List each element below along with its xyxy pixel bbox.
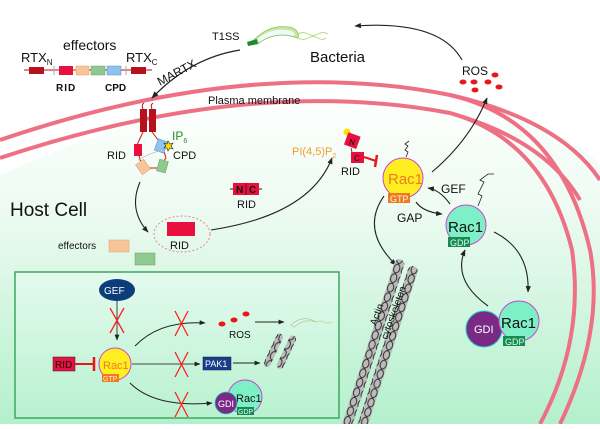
ros-to-bacteria-arrow <box>354 22 463 61</box>
host-cell-label: Host Cell <box>10 200 87 221</box>
martx-secretion-arrow <box>151 49 241 99</box>
effector-green <box>90 65 106 76</box>
released-effector-green <box>134 252 156 266</box>
released-rid <box>167 222 195 236</box>
rid-domain <box>59 66 73 75</box>
svg-text:GTP: GTP <box>390 194 409 204</box>
rtx-c-domain <box>131 67 146 74</box>
svg-text:GTP: GTP <box>103 376 118 383</box>
svg-text:GEF: GEF <box>104 286 125 297</box>
gdi-to-rac1-arrow <box>460 249 489 307</box>
rac1-to-gdi-arrow <box>493 231 531 293</box>
svg-text:PAK1: PAK1 <box>205 359 227 369</box>
gap-arrow <box>415 201 443 217</box>
svg-text:GDP: GDP <box>450 238 470 248</box>
rid-inhibition-inset: GEF RID Rac1 GTP ROS PAK1 <box>14 271 340 419</box>
svg-text:Rac1: Rac1 <box>501 315 536 332</box>
complex-rid-label: RID <box>107 150 126 162</box>
svg-text:N: N <box>236 185 243 196</box>
martx-toxin-construct: effectors RTXN RTXC RID CPD <box>21 37 158 94</box>
rac1-to-ros-arrow <box>431 97 488 173</box>
svg-text:Rac1: Rac1 <box>103 360 129 372</box>
membrane-rid-label: RID <box>341 166 360 178</box>
inset-bacterium-icon <box>290 318 333 328</box>
released-effectors-label: effectors <box>58 241 96 252</box>
effectors-title: effectors <box>63 37 116 53</box>
membrane-toxin-complex <box>134 102 174 176</box>
plasma-membrane-label: Plasma membrane <box>208 95 300 107</box>
released-rid-label: RID <box>170 240 189 252</box>
inset-actin-icon <box>263 333 297 369</box>
inset-block-x-gef <box>109 307 125 334</box>
ros-particles <box>459 72 503 93</box>
bacteria-label: Bacteria <box>310 49 366 66</box>
release-arrow <box>134 181 149 233</box>
plasma-membrane <box>0 80 600 425</box>
rid-domain-label: RID <box>56 83 76 94</box>
actin-filaments-icon <box>341 259 418 429</box>
rtx-c-label: RTXC <box>126 50 158 67</box>
cpd-domain <box>106 65 122 76</box>
inset-pak1 <box>202 356 232 371</box>
inset-block-x-gdi <box>174 391 189 418</box>
rac1-gtp-label: Rac1 <box>388 171 423 188</box>
bacterium-icon <box>247 26 329 46</box>
svg-text:GDI: GDI <box>218 399 234 409</box>
t1ss-label: T1SS <box>212 31 240 43</box>
rid-nc-cytosol: N C RID <box>230 183 262 211</box>
cpd-domain-label: CPD <box>105 83 126 94</box>
svg-text:Rac1: Rac1 <box>236 393 262 405</box>
inset-gdi <box>214 391 238 415</box>
released-rid-vesicle <box>153 215 211 253</box>
svg-text:N: N <box>349 138 355 147</box>
gdp-tag <box>448 237 470 247</box>
inset-block-x-pak1 <box>174 351 189 378</box>
inset-ros-label: ROS <box>229 330 251 341</box>
gdi-label: GDI <box>474 324 494 336</box>
ros-label: ROS <box>462 64 488 78</box>
martx-label: MARTX <box>155 57 198 89</box>
effector-orange <box>75 65 90 76</box>
inset-ros-particles <box>218 311 250 327</box>
gef-arrow <box>427 186 451 205</box>
svg-text:RID: RID <box>55 360 72 371</box>
rtx-n-label: RTXN <box>21 50 53 67</box>
inset-gef <box>99 279 135 301</box>
svg-text:C: C <box>249 185 256 196</box>
svg-text:C: C <box>354 154 360 163</box>
pip2-label: PI(4,5)P2 <box>292 146 336 160</box>
gef-label: GEF <box>441 182 466 196</box>
ip6-label: IP6 <box>172 129 187 145</box>
rac1-gdp-label: Rac1 <box>448 219 483 236</box>
svg-text:GDP: GDP <box>505 337 525 347</box>
rac1-to-actin-arrow <box>373 195 397 266</box>
svg-text:GDP: GDP <box>238 409 254 416</box>
released-effector-orange <box>108 239 130 253</box>
inset-block-x-ros <box>174 310 189 337</box>
rid-nc-label: RID <box>237 199 256 211</box>
rtx-n-domain <box>29 67 44 74</box>
gtp-tag <box>388 193 410 203</box>
gap-label: GAP <box>397 211 422 225</box>
membrane-bound-rid: N C <box>343 128 379 168</box>
ip6-star-icon <box>163 140 174 152</box>
rid-to-membrane-arrow <box>210 157 333 231</box>
complex-cpd-label: CPD <box>173 150 196 162</box>
